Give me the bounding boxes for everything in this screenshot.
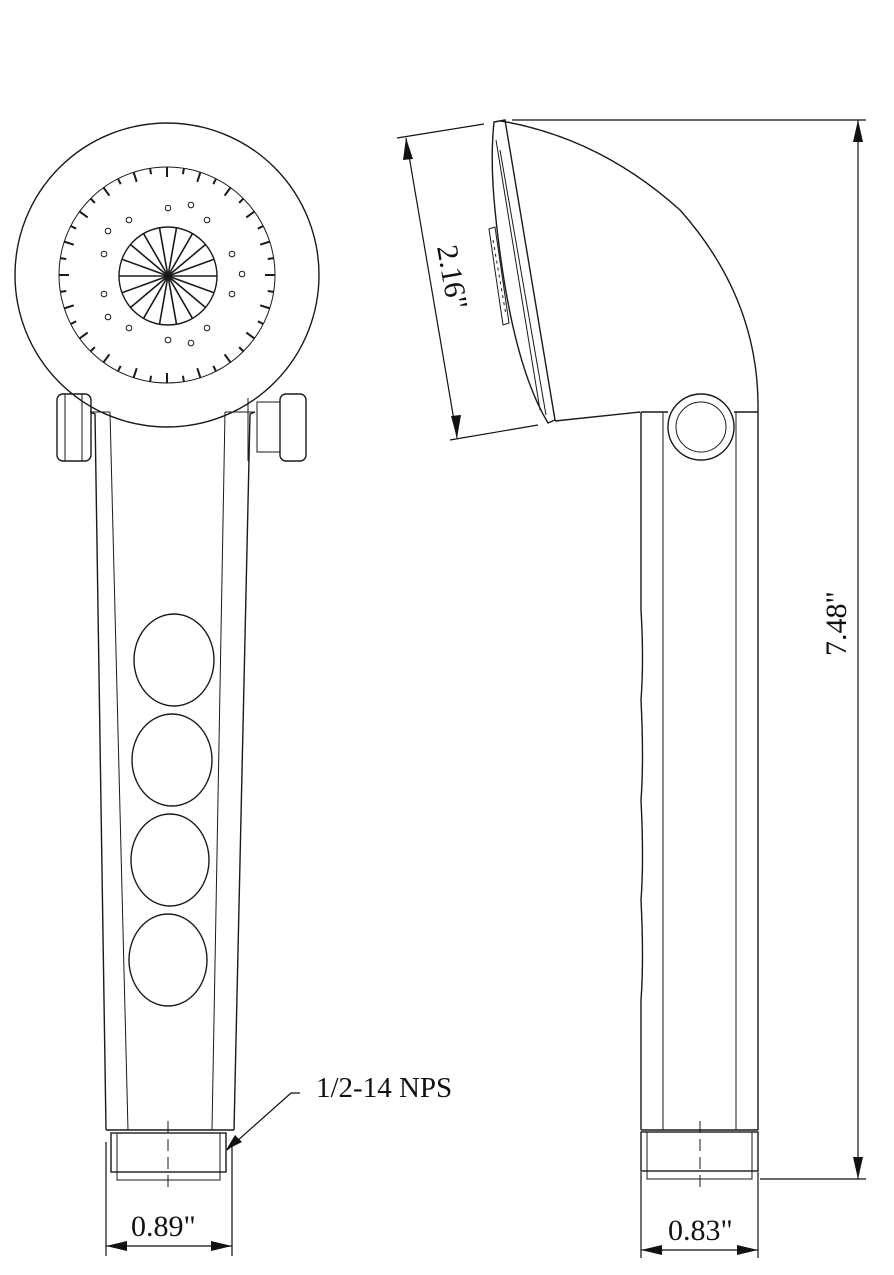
dim-label-2-16: 2.16" xyxy=(430,242,474,311)
button-2 xyxy=(131,713,213,807)
side-spray-head xyxy=(488,119,759,424)
side-connector xyxy=(640,1121,759,1191)
dim-overall-height: 7.48" xyxy=(512,119,866,1180)
button-4 xyxy=(128,913,208,1007)
front-connector xyxy=(110,1121,227,1191)
left-pivot-lug xyxy=(56,393,92,462)
dim-label-7-48: 7.48" xyxy=(820,591,853,656)
handle-buttons xyxy=(128,613,215,1007)
pivot-ring xyxy=(667,393,735,461)
dim-side-connector-width: 0.83" xyxy=(640,1172,759,1258)
side-view: 0.83" 2.16" 7.48" xyxy=(396,119,866,1258)
spray-holes xyxy=(100,201,246,347)
button-3 xyxy=(130,813,210,907)
front-handle xyxy=(89,411,256,1131)
dim-label-0-83: 0.83" xyxy=(668,1214,733,1247)
front-view: 0.89" 1/2-14 NPS xyxy=(14,122,452,1256)
thread-callout: 1/2-14 NPS xyxy=(226,1072,452,1151)
dim-label-0-89: 0.89" xyxy=(131,1210,196,1243)
dim-front-connector-width: 0.89" xyxy=(105,1142,233,1256)
right-pivot-lug xyxy=(247,393,307,462)
button-1 xyxy=(133,613,215,707)
center-star-nozzle xyxy=(118,226,218,326)
thread-spec-label: 1/2-14 NPS xyxy=(316,1072,452,1104)
side-handle xyxy=(640,411,759,1131)
nozzle-ring-ticks xyxy=(59,167,275,383)
front-spray-head xyxy=(14,122,320,428)
dim-head-diameter: 2.16" xyxy=(396,123,539,441)
